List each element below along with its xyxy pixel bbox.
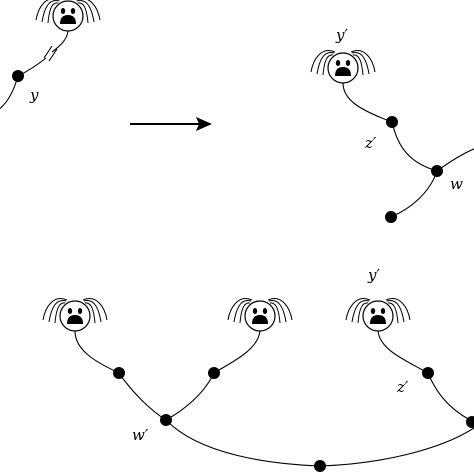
bottom-tree: y′ w′ z′: [42, 266, 474, 472]
double-slash-cut-icon: [43, 45, 58, 62]
label-y-prime: y′: [335, 26, 348, 44]
node-w: [431, 165, 443, 177]
face-icon: [42, 297, 108, 332]
edge-head-to-cut: [51, 30, 69, 53]
label-w-prime: w′: [132, 426, 149, 444]
edge-head3-to-node: [377, 330, 429, 374]
edge-head-to-zprime: [342, 82, 393, 123]
edge-zprime-to-w: [391, 121, 438, 172]
face-icon: [227, 297, 293, 332]
node-root: [314, 460, 326, 472]
edge-w-to-leaf: [390, 170, 438, 218]
edge-node-to-right: [427, 372, 471, 421]
face-icon: [345, 297, 411, 332]
top-left-tree: y: [0, 0, 101, 110]
node-w-prime: [160, 414, 172, 426]
label-z-prime: z′: [364, 134, 377, 152]
node-right-edge: [466, 416, 474, 428]
edge-node-to-wprime: [118, 372, 167, 421]
right-arrow-icon: [130, 117, 212, 131]
node-y: [12, 70, 24, 82]
label-z-prime-bottom: z′: [396, 378, 409, 396]
label-y: y: [29, 86, 39, 104]
edge-head2-to-node: [213, 330, 261, 374]
edge-root-to-right: [319, 427, 474, 467]
edge-wprime-to-root: [165, 419, 321, 467]
edge-node-to-wprime-2: [165, 372, 215, 421]
face-icon: [310, 49, 376, 84]
label-y-prime-bottom: y′: [367, 266, 380, 284]
node: [113, 367, 125, 379]
edge-head1-to-node: [74, 330, 120, 374]
node: [208, 367, 220, 379]
node-z-prime: [386, 116, 398, 128]
node-leaf: [385, 211, 397, 223]
face-icon: [35, 0, 101, 32]
edge-w-up-right: [436, 148, 474, 172]
label-w: w: [450, 175, 463, 193]
node-z-prime-bottom: [422, 367, 434, 379]
top-right-tree: y′ z′ w: [310, 26, 474, 223]
